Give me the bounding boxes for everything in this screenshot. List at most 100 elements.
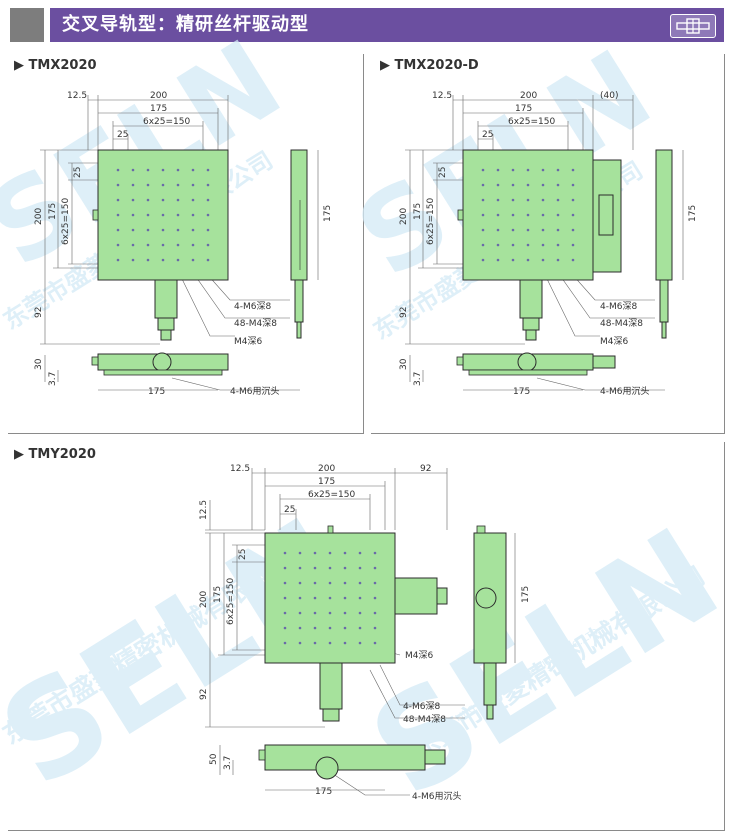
- mount-hole: [571, 183, 575, 187]
- mount-hole: [206, 243, 210, 247]
- note-m6: 4-M6深8: [234, 301, 271, 312]
- mount-hole: [146, 228, 150, 232]
- dim-200: 200: [150, 91, 167, 101]
- dim-150: 6x25=150: [508, 117, 555, 127]
- mount-hole: [541, 258, 545, 262]
- dim-v200: 200: [399, 208, 409, 225]
- mount-hole: [358, 626, 362, 630]
- mount-hole: [146, 168, 150, 172]
- dim-v12-5: 12.5: [199, 500, 209, 520]
- mount-hole: [116, 243, 120, 247]
- mount-hole: [283, 551, 287, 555]
- mount-hole: [131, 258, 135, 262]
- panel-title-tmy2020: ▶ TMY2020: [14, 447, 96, 462]
- mount-hole: [328, 596, 332, 600]
- mount-hole: [571, 198, 575, 202]
- mount-hole: [541, 213, 545, 217]
- mount-hole: [161, 168, 165, 172]
- mount-hole: [556, 213, 560, 217]
- mount-hole: [176, 213, 180, 217]
- mount-hole: [206, 258, 210, 262]
- mount-hole: [526, 198, 530, 202]
- dim-12-5: 12.5: [67, 91, 87, 101]
- mount-hole: [298, 596, 302, 600]
- panel-tmy2020: [8, 442, 725, 831]
- mount-hole: [298, 626, 302, 630]
- mount-hole: [481, 198, 485, 202]
- dim-v150: 6x25=150: [61, 198, 71, 245]
- mount-hole: [131, 213, 135, 217]
- mount-hole: [343, 596, 347, 600]
- mount-hole: [358, 551, 362, 555]
- mount-hole: [161, 183, 165, 187]
- mount-hole: [511, 213, 515, 217]
- dim-v150: 6x25=150: [226, 578, 236, 625]
- mount-hole: [206, 228, 210, 232]
- mount-hole: [571, 213, 575, 217]
- mount-hole: [116, 198, 120, 202]
- mount-hole: [131, 168, 135, 172]
- mount-hole: [526, 228, 530, 232]
- note-counterbore: 4-M6用沉头: [600, 386, 649, 397]
- mount-hole: [283, 626, 287, 630]
- mount-hole: [373, 581, 377, 585]
- dim-12-5: 12.5: [432, 91, 452, 101]
- dim-bottom-175: 175: [148, 387, 165, 397]
- mount-hole: [116, 183, 120, 187]
- mount-hole: [343, 611, 347, 615]
- note-m4: 48-M4深8: [403, 714, 446, 725]
- dim-v3-7: 3.7: [48, 372, 58, 386]
- mount-hole: [206, 213, 210, 217]
- dim-v200: 200: [199, 591, 209, 608]
- mount-hole: [343, 581, 347, 585]
- mount-hole: [328, 581, 332, 585]
- mount-hole: [313, 566, 317, 570]
- mount-hole: [328, 551, 332, 555]
- hole-grid-c: [283, 551, 377, 645]
- mount-hole: [343, 641, 347, 645]
- mount-hole: [526, 168, 530, 172]
- mount-hole: [571, 168, 575, 172]
- note-m4s: M4深6: [600, 336, 628, 347]
- dim-200: 200: [520, 91, 537, 101]
- mount-hole: [313, 551, 317, 555]
- mount-hole: [313, 596, 317, 600]
- front-view: [264, 744, 426, 771]
- mount-hole: [541, 183, 545, 187]
- mount-hole: [161, 198, 165, 202]
- mount-hole: [283, 641, 287, 645]
- mount-hole: [556, 198, 560, 202]
- panel-tmx2020-d: [371, 54, 725, 434]
- mount-hole: [541, 198, 545, 202]
- note-m6: 4-M6深8: [403, 701, 440, 712]
- dim-v25: 25: [73, 167, 83, 178]
- mount-hole: [481, 243, 485, 247]
- mount-hole: [496, 258, 500, 262]
- mount-hole: [496, 183, 500, 187]
- mount-hole: [358, 596, 362, 600]
- mount-hole: [496, 198, 500, 202]
- mount-hole: [283, 611, 287, 615]
- dim-25: 25: [117, 130, 128, 140]
- mount-hole: [526, 258, 530, 262]
- dim-175: 175: [318, 477, 335, 487]
- mount-hole: [328, 641, 332, 645]
- mount-hole: [481, 213, 485, 217]
- dim-40: (40): [600, 91, 618, 101]
- mount-hole: [176, 228, 180, 232]
- mount-hole: [343, 626, 347, 630]
- mount-hole: [373, 551, 377, 555]
- mount-hole: [511, 198, 515, 202]
- mount-hole: [176, 258, 180, 262]
- mount-hole: [373, 641, 377, 645]
- dim-v150: 6x25=150: [426, 198, 436, 245]
- mount-hole: [146, 183, 150, 187]
- dim-v25: 25: [238, 549, 248, 560]
- mount-hole: [556, 183, 560, 187]
- mount-hole: [313, 611, 317, 615]
- hole-grid-b: [481, 168, 575, 262]
- dim-175: 175: [515, 104, 532, 114]
- mount-hole: [511, 183, 515, 187]
